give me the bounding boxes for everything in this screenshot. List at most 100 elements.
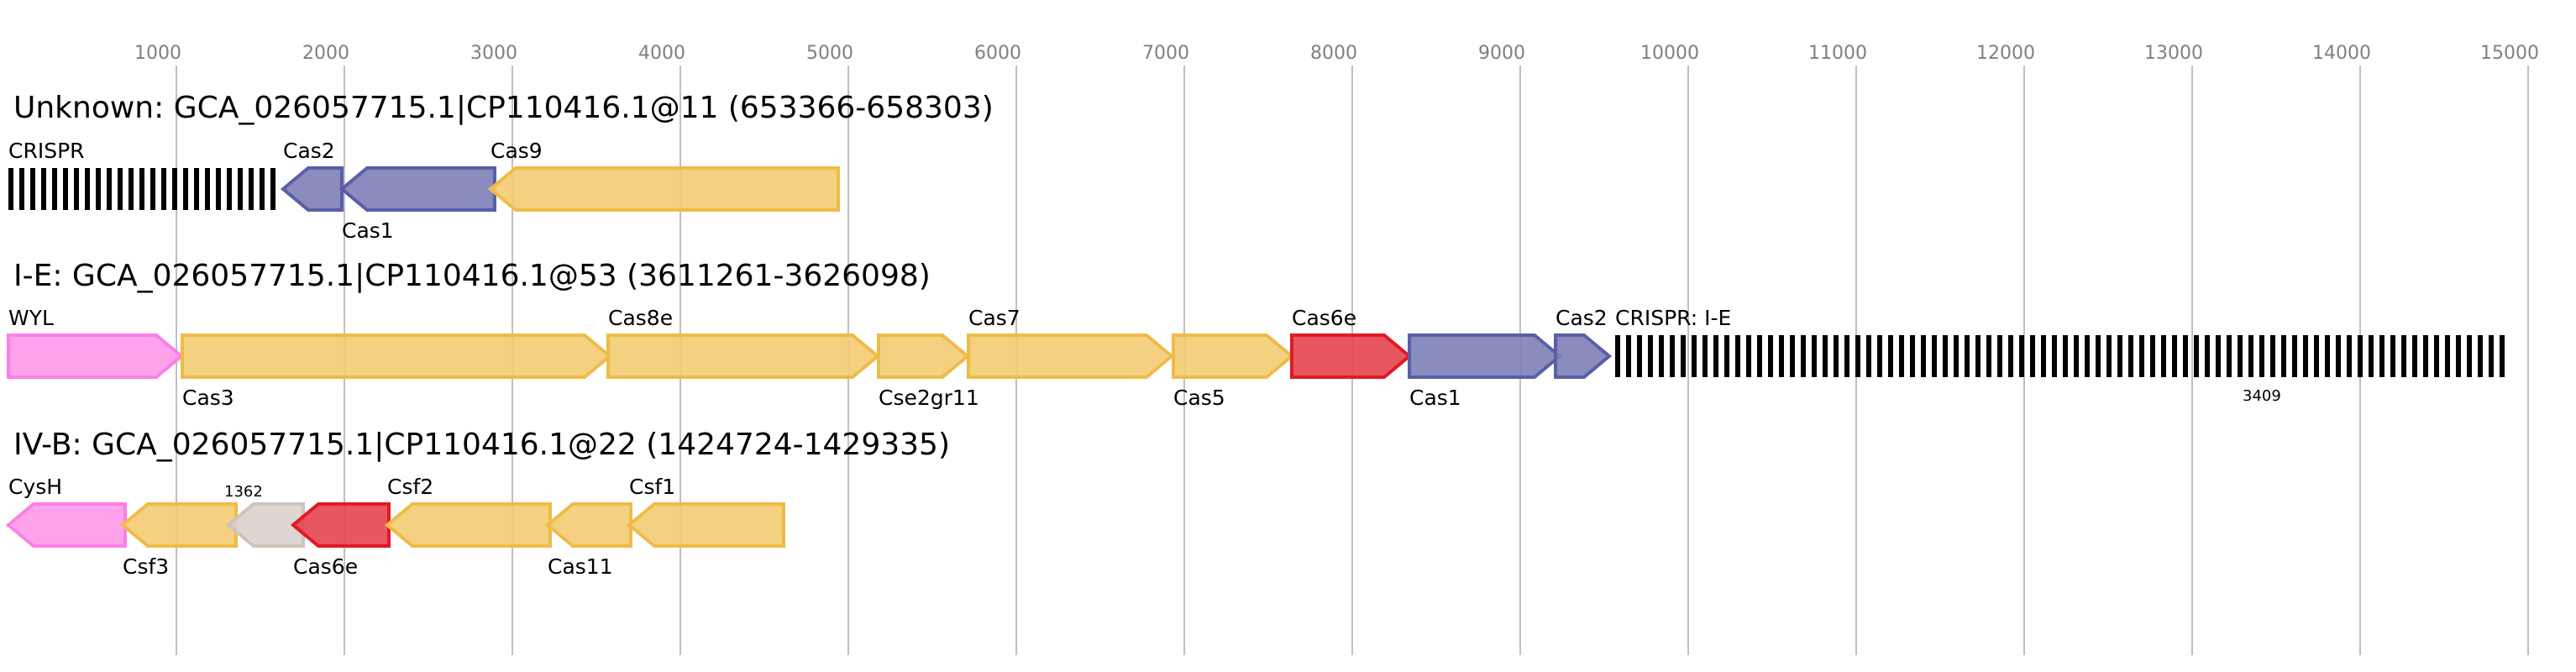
crispr-repeat <box>2270 335 2275 377</box>
crispr-repeat <box>2172 335 2177 377</box>
crispr-array <box>1615 335 2505 377</box>
gene-arrow-cas2[interactable] <box>1554 333 1613 379</box>
gene-arrow-cas9[interactable] <box>487 166 840 212</box>
crispr-repeat <box>1888 335 1893 377</box>
crispr-repeat <box>1779 335 1784 377</box>
crispr-repeat <box>2085 335 2090 377</box>
crispr-repeat <box>1626 335 1631 377</box>
crispr-array <box>8 168 275 210</box>
crispr-repeat <box>2445 335 2450 377</box>
gene-label: Cas3 <box>182 386 234 410</box>
gene-label: Cse2gr11 <box>879 386 979 410</box>
crispr-repeat <box>2205 335 2210 377</box>
crispr-repeat <box>2096 335 2101 377</box>
crispr-repeat <box>1757 335 1762 377</box>
crispr-repeat <box>2500 335 2505 377</box>
crispr-repeat <box>2434 335 2439 377</box>
gene-label: Cas9 <box>491 139 543 163</box>
crispr-repeat <box>139 168 144 210</box>
gene-label: Cas6e <box>1292 306 1356 330</box>
gene-arrow-cas2[interactable] <box>280 166 344 212</box>
crispr-repeat <box>1637 335 1642 377</box>
crispr-repeat <box>2358 335 2363 377</box>
crispr-repeat <box>2128 335 2133 377</box>
gene-arrow-cas1[interactable] <box>338 166 496 212</box>
crispr-repeat <box>2248 335 2253 377</box>
crispr-repeat <box>2074 335 2079 377</box>
gene-arrow-cas8e[interactable] <box>606 333 881 379</box>
crispr-repeat <box>1910 335 1915 377</box>
crispr-repeat <box>2489 335 2494 377</box>
crispr-repeat <box>270 168 275 210</box>
crispr-repeat <box>1713 335 1718 377</box>
crispr-repeat <box>2063 335 2068 377</box>
crispr-repeat <box>1943 335 1948 377</box>
crispr-repeat <box>52 168 57 210</box>
crispr-repeat <box>41 168 46 210</box>
crispr-repeat <box>2106 335 2112 377</box>
crispr-repeat <box>19 168 24 210</box>
gene-label: Cas1 <box>1409 386 1461 410</box>
crispr-repeat <box>1670 335 1675 377</box>
crispr-repeat <box>216 168 221 210</box>
gene-arrow-cas5[interactable] <box>1172 333 1295 379</box>
crispr-repeat <box>2314 335 2319 377</box>
gene-arrow-cas3[interactable] <box>181 333 613 379</box>
gene-label: Csf3 <box>123 554 169 579</box>
crispr-repeat <box>1801 335 1806 377</box>
crispr-repeat <box>2227 335 2232 377</box>
gene-label: Cas7 <box>968 306 1020 330</box>
crispr-repeat <box>2292 335 2297 377</box>
track: IV-B: GCA_026057715.1|CP110416.1@22 (142… <box>5 428 950 579</box>
gene-arrow-cas6e[interactable] <box>290 502 391 548</box>
gene-arrow-csf2[interactable] <box>384 502 552 548</box>
crispr-repeat <box>172 168 177 210</box>
axis-tick-label: 8000 <box>1310 43 1357 64</box>
gene-arrow-csf3[interactable] <box>119 502 238 548</box>
crispr-repeat <box>2336 335 2341 377</box>
crispr-repeat <box>63 168 68 210</box>
crispr-repeat <box>1844 335 1849 377</box>
crispr-repeat <box>2478 335 2483 377</box>
axis-tick-label: 3000 <box>470 43 517 64</box>
axis-tick-label: 10000 <box>1640 43 1699 64</box>
crispr-repeat <box>2281 335 2286 377</box>
gene-arrow-wyl[interactable] <box>7 333 185 379</box>
crispr-repeat <box>1768 335 1773 377</box>
gene-arrow-cysh[interactable] <box>5 502 127 548</box>
axis-tick-label: 13000 <box>2144 43 2203 64</box>
crispr-repeat <box>8 168 13 210</box>
axis-tick-label: 9000 <box>1478 43 1525 64</box>
crispr-repeat <box>1659 335 1664 377</box>
gene-arrow-cas11[interactable] <box>544 502 632 548</box>
crispr-repeat <box>2019 335 2024 377</box>
axis-tick-label: 14000 <box>2312 43 2371 64</box>
crispr-repeat <box>227 168 232 210</box>
gene-arrow-csf1[interactable] <box>626 502 785 548</box>
crispr-repeat <box>1615 335 1620 377</box>
crispr-repeat <box>1823 335 1828 377</box>
axis-tick-label: 4000 <box>638 43 685 64</box>
crispr-repeat <box>1997 335 2002 377</box>
gene-arrow-cas7[interactable] <box>967 333 1175 379</box>
crispr-repeat <box>1965 335 1970 377</box>
crispr-repeat <box>238 168 243 210</box>
crispr-repeat <box>2041 335 2046 377</box>
crispr-repeat <box>1877 335 1882 377</box>
crispr-repeat <box>2238 335 2243 377</box>
crispr-repeat <box>118 168 123 210</box>
crispr-repeat <box>1812 335 1817 377</box>
track-title: Unknown: GCA_026057715.1|CP110416.1@11 (… <box>13 91 994 125</box>
axis-tick-label: 1000 <box>134 43 181 64</box>
crispr-repeat <box>1724 335 1729 377</box>
gene-label: CRISPR: I-E <box>1615 306 1731 330</box>
crispr-repeat <box>2369 335 2374 377</box>
gene-label: Cas2 <box>1556 306 1608 330</box>
crispr-repeat <box>2412 335 2417 377</box>
gene-arrow-cas1[interactable] <box>1408 333 1563 379</box>
gene-arrow-cas6e[interactable] <box>1290 333 1413 379</box>
gene-arrow-cse2gr11[interactable] <box>877 333 971 379</box>
crispr-repeat <box>183 168 188 210</box>
gene-label: WYL <box>8 306 54 330</box>
crispr-repeat <box>1681 335 1686 377</box>
